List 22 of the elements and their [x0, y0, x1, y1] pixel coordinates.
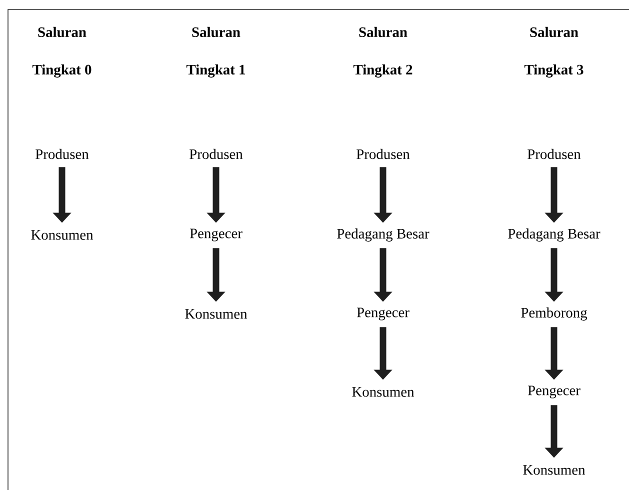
channel-label: Pedagang Besar — [508, 228, 600, 242]
column-heading: Tingkat 1 — [186, 64, 246, 78]
column-heading: Saluran — [359, 26, 408, 38]
column-heading: Saluran — [192, 26, 240, 38]
channel-label: Produsen — [528, 148, 581, 160]
channel-label: Pengecer — [356, 308, 410, 320]
channel-label: Konsumen — [352, 387, 414, 397]
column-heading: Saluran — [38, 26, 86, 38]
channel-label: Pengecer — [190, 228, 242, 242]
channel-label: Pedagang Besar — [337, 228, 430, 242]
column-heading: Tingkat 3 — [524, 64, 584, 78]
channel-label: Produsen — [356, 148, 410, 160]
channel-label: Produsen — [190, 148, 243, 160]
channel-label: Konsumen — [523, 465, 586, 475]
channel-label: Produsen — [36, 148, 89, 160]
column-heading: Saluran — [530, 26, 578, 38]
channel-label: Konsumen — [185, 309, 248, 319]
channel-label: Konsumen — [31, 230, 94, 240]
channel-label: Pemborong — [521, 307, 588, 321]
channel-label: Pengecer — [528, 386, 580, 398]
column-heading: Tingkat 0 — [32, 64, 92, 78]
column-heading: Tingkat 2 — [353, 64, 412, 78]
